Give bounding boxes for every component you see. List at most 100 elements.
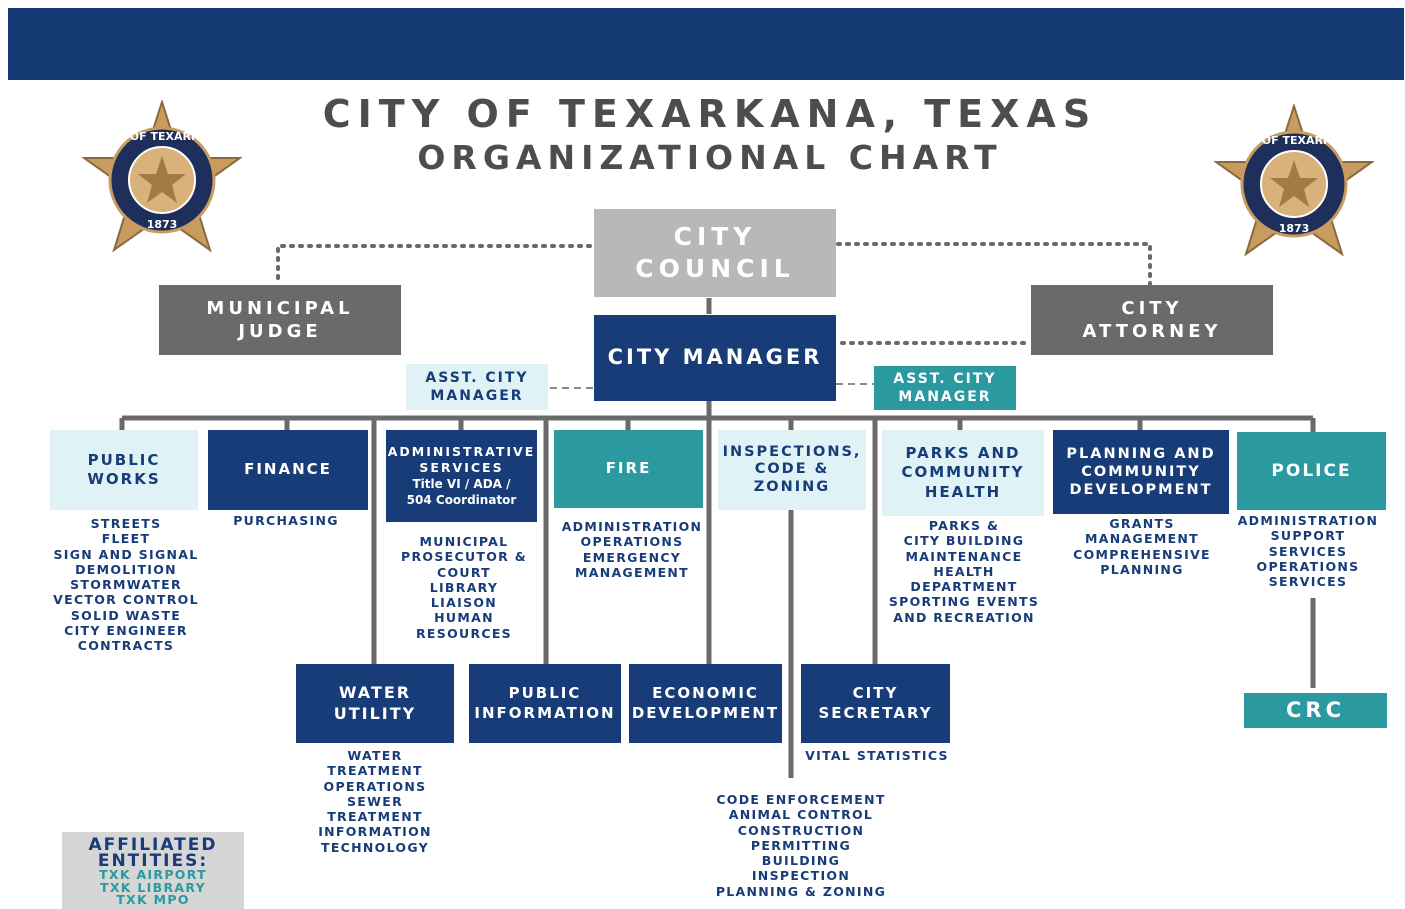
list-item: LIBRARY xyxy=(429,579,499,595)
list-item: OPERATIONS xyxy=(580,534,684,550)
list-item: RESOURCES xyxy=(416,625,512,641)
municipal-judge-label: MUNICIPAL JUDGE xyxy=(206,297,354,342)
list-item: OPERATIONS xyxy=(1256,558,1360,574)
economic-development-label: ECONOMIC DEVELOPMENT xyxy=(631,684,780,722)
city-seal-left-icon: CITY OF TEXARKANA 1873 xyxy=(82,100,242,253)
list-item: MANAGEMENT xyxy=(1084,531,1199,547)
water-utility-box: WATER UTILITY xyxy=(296,664,454,743)
asst-city-manager-left-label: ASST. CITY MANAGER xyxy=(425,369,529,404)
list-item: SUPPORT xyxy=(1270,528,1346,544)
list-item: PLANNING & ZONING xyxy=(715,883,887,899)
city-secretary-list: VITAL STATISTICS xyxy=(798,748,956,763)
title-vi-ada-sub: Title VI / ADA / xyxy=(412,477,511,492)
list-item: SOLID WASTE xyxy=(70,607,182,623)
list-item: ADMINISTRATION xyxy=(561,519,703,534)
water-utility-label: WATER UTILITY xyxy=(333,682,417,723)
police-label: POLICE xyxy=(1271,460,1352,481)
list-item: PURCHASING xyxy=(233,513,339,528)
inspections-box: INSPECTIONS, CODE & ZONING xyxy=(718,430,866,510)
list-item: HUMAN xyxy=(434,610,494,626)
city-council-label: CITY COUNCIL xyxy=(635,221,795,284)
economic-development-box: ECONOMIC DEVELOPMENT xyxy=(629,664,782,743)
list-item: VECTOR CONTROL xyxy=(53,592,199,608)
list-item: EMERGENCY xyxy=(582,549,682,565)
affiliated-entities-heading: AFFILIATED ENTITIES: xyxy=(88,835,218,871)
list-item: CONSTRUCTION xyxy=(737,822,865,838)
inspections-label: INSPECTIONS, CODE & ZONING xyxy=(722,443,862,495)
list-item: DEMOLITION xyxy=(75,561,177,577)
inspections-list: CODE ENFORCEMENT ANIMAL CONTROL CONSTRUC… xyxy=(706,792,896,899)
finance-list: PURCHASING xyxy=(208,513,364,528)
list-item: PROSECUTOR & xyxy=(401,549,527,565)
list-item: COURT xyxy=(436,564,492,580)
dashed-lines xyxy=(550,383,874,389)
page-subtitle: ORGANIZATIONAL CHART xyxy=(417,138,1003,177)
list-item: LIAISON xyxy=(430,595,498,611)
public-works-box: PUBLIC WORKS xyxy=(50,430,198,510)
list-item: CITY ENGINEER xyxy=(64,623,188,639)
administrative-services-list: MUNICIPAL PROSECUTOR & COURT LIBRARY LIA… xyxy=(386,534,542,641)
city-attorney-label: CITY ATTORNEY xyxy=(1082,297,1222,342)
seal-year: 1873 xyxy=(147,218,178,231)
dotted-lines xyxy=(276,242,1152,345)
seal-ring-text: CITY OF TEXARKANA xyxy=(98,130,226,143)
water-utility-list: WATER TREATMENT OPERATIONS SEWER TREATME… xyxy=(296,748,454,855)
list-item: ADMINISTRATION xyxy=(1237,513,1379,528)
city-council-box: CITY COUNCIL xyxy=(594,209,836,297)
list-item: PLANNING xyxy=(1100,561,1184,577)
asst-city-manager-right-box: ASST. CITY MANAGER xyxy=(874,366,1016,410)
list-item: CONTRACTS xyxy=(77,638,175,654)
list-item: MANAGEMENT xyxy=(574,564,689,580)
page-title: CITY OF TEXARKANA, TEXAS xyxy=(322,92,1098,136)
list-item: INSPECTION xyxy=(751,868,851,884)
list-item: FLEET xyxy=(101,531,151,547)
list-item: SERVICES xyxy=(1268,574,1348,590)
fire-label: FIRE xyxy=(605,459,652,478)
city-secretary-label: CITY SECRETARY xyxy=(818,684,933,722)
list-item: GRANTS xyxy=(1109,516,1175,531)
public-works-label: PUBLIC WORKS xyxy=(87,450,161,489)
coordinator-sub: 504 Coordinator xyxy=(406,493,517,508)
list-item: DEPARTMENT xyxy=(910,579,1018,595)
solid-lines xyxy=(119,298,1316,778)
list-item: TXK MPO xyxy=(116,892,190,907)
seal-ring-text: CITY OF TEXARKANA xyxy=(1230,134,1358,147)
list-item: MAINTENANCE xyxy=(905,548,1023,564)
list-item: SIGN AND SIGNAL xyxy=(53,546,199,562)
fire-box: FIRE xyxy=(554,430,703,508)
list-item: HEALTH xyxy=(933,563,995,579)
city-manager-box: CITY MANAGER xyxy=(594,315,836,401)
crc-label: CRC xyxy=(1286,697,1345,722)
list-item: STORMWATER xyxy=(70,577,182,593)
administrative-services-box: ADMINISTRATIVE SERVICES Title VI / ADA /… xyxy=(386,430,537,522)
city-seal-right-icon: CITY OF TEXARKANA 1873 xyxy=(1214,104,1374,257)
list-item: SEWER xyxy=(347,793,403,809)
list-item: WATER xyxy=(347,748,403,763)
list-item: PARKS & xyxy=(928,518,1000,533)
city-attorney-box: CITY ATTORNEY xyxy=(1031,285,1273,355)
fire-list: ADMINISTRATION OPERATIONS EMERGENCY MANA… xyxy=(554,519,710,580)
crc-box: CRC xyxy=(1244,693,1387,728)
list-item: SPORTING EVENTS xyxy=(888,594,1040,610)
parks-box: PARKS AND COMMUNITY HEALTH xyxy=(882,430,1044,516)
list-item: CODE ENFORCEMENT xyxy=(716,792,886,807)
planning-label: PLANNING AND COMMUNITY DEVELOPMENT xyxy=(1066,445,1216,499)
list-item: BUILDING xyxy=(761,853,841,869)
list-item: TREATMENT xyxy=(327,763,423,779)
public-information-label: PUBLIC INFORMATION xyxy=(474,684,616,722)
list-item: TREATMENT xyxy=(327,809,423,825)
list-item: TXK LIBRARY xyxy=(100,879,206,895)
list-item: COMPREHENSIVE xyxy=(1073,546,1211,562)
city-manager-label: CITY MANAGER xyxy=(607,345,823,370)
parks-list: PARKS & CITY BUILDING MAINTENANCE HEALTH… xyxy=(882,518,1046,625)
asst-city-manager-right-label: ASST. CITY MANAGER xyxy=(893,370,997,405)
list-item: STREETS xyxy=(90,516,162,531)
list-item: ANIMAL CONTROL xyxy=(728,807,874,823)
finance-box: FINANCE xyxy=(208,430,368,510)
public-information-box: PUBLIC INFORMATION xyxy=(469,664,621,743)
planning-box: PLANNING AND COMMUNITY DEVELOPMENT xyxy=(1053,430,1229,514)
list-item: TECHNOLOGY xyxy=(321,839,429,855)
list-item: SERVICES xyxy=(1268,543,1348,559)
list-item: INFORMATION xyxy=(318,824,432,840)
